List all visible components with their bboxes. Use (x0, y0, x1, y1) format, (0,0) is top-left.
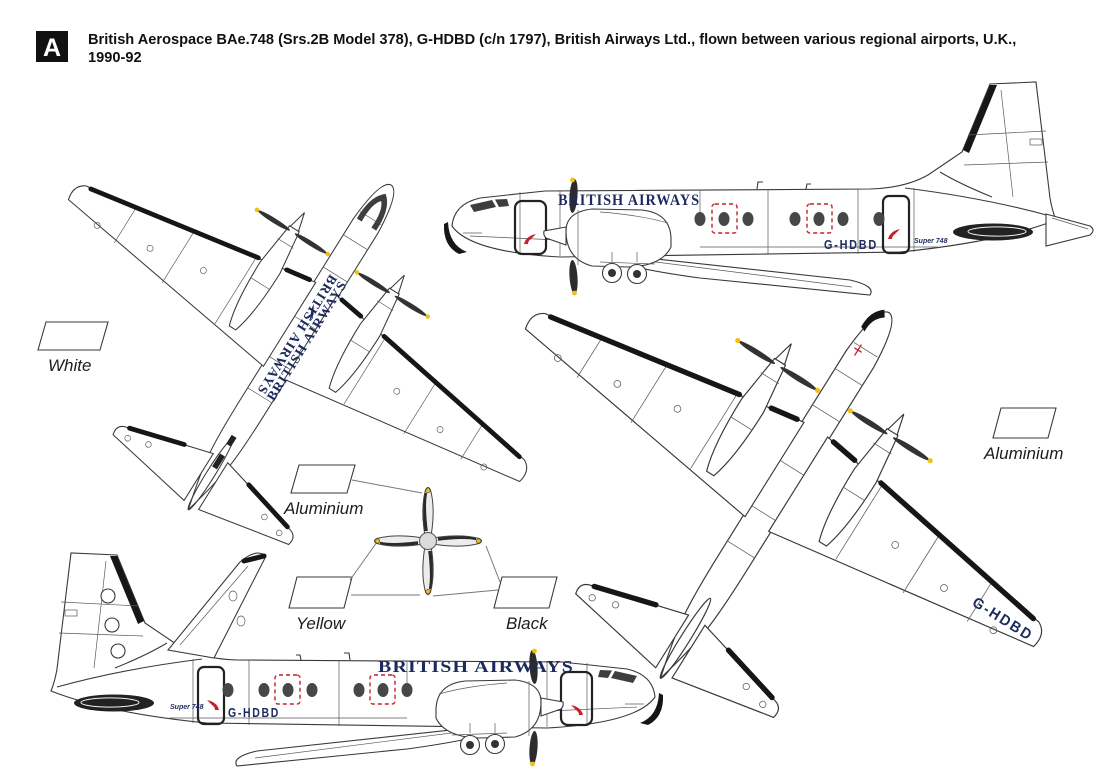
side-view-port: BRITISH AIRWAYS G-HDBD Super 748 (442, 80, 1094, 297)
yellow-swatch (288, 576, 353, 609)
propeller-diagram (374, 487, 482, 595)
super748-logo: Super 748 (914, 238, 948, 245)
aluminium-swatch (290, 464, 356, 494)
variant-badge (36, 31, 68, 62)
caption-line-2: 1990-92 (88, 50, 142, 66)
variant-badge-letter: A (43, 34, 61, 62)
aluminium-swatch-right (992, 407, 1057, 439)
plan-view-top: BRITISH AIRWAYS BRITISH AIRWAYS (0, 44, 618, 652)
speedbird-icon (309, 303, 314, 322)
aluminium-label: Aluminium (283, 499, 363, 518)
white-label: White (48, 356, 91, 375)
caption-line-1: British Aerospace BAe.748 (Srs.2B Model … (88, 32, 1016, 48)
black-label: Black (506, 614, 549, 633)
side-view-starboard: BRITISH AIRWAYS G-HDBD Super 748 (49, 551, 665, 768)
super748-logo: Super 748 (170, 704, 204, 711)
colour-key: White Aluminium Yellow Black Aluminium (37, 321, 1063, 633)
white-swatch (37, 321, 109, 351)
propeller-hub (419, 532, 437, 550)
airline-title: BRITISH AIRWAYS (378, 657, 574, 676)
header: A British Aerospace BAe.748 (Srs.2B Mode… (36, 31, 1016, 66)
registration: G-HDBD (228, 706, 280, 720)
aluminium-label-right: Aluminium (983, 444, 1063, 463)
black-swatch (493, 576, 558, 609)
registration: G-HDBD (824, 238, 878, 252)
airline-title: BRITISH AIRWAYS (558, 192, 700, 209)
yellow-label: Yellow (296, 614, 347, 633)
